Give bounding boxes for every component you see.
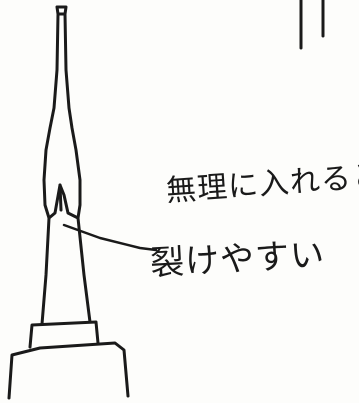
collar — [28, 320, 100, 349]
split-inner — [58, 183, 63, 212]
spire-upper-left — [42, 12, 60, 220]
split-notch — [47, 183, 80, 220]
spire-upper-right — [63, 12, 82, 220]
shaft-lower-left — [40, 216, 51, 326]
annotation-line-2: 裂けやすい — [149, 234, 326, 284]
shaft-lower-right — [76, 216, 92, 324]
base-block — [7, 341, 130, 400]
leader-line — [62, 223, 158, 252]
